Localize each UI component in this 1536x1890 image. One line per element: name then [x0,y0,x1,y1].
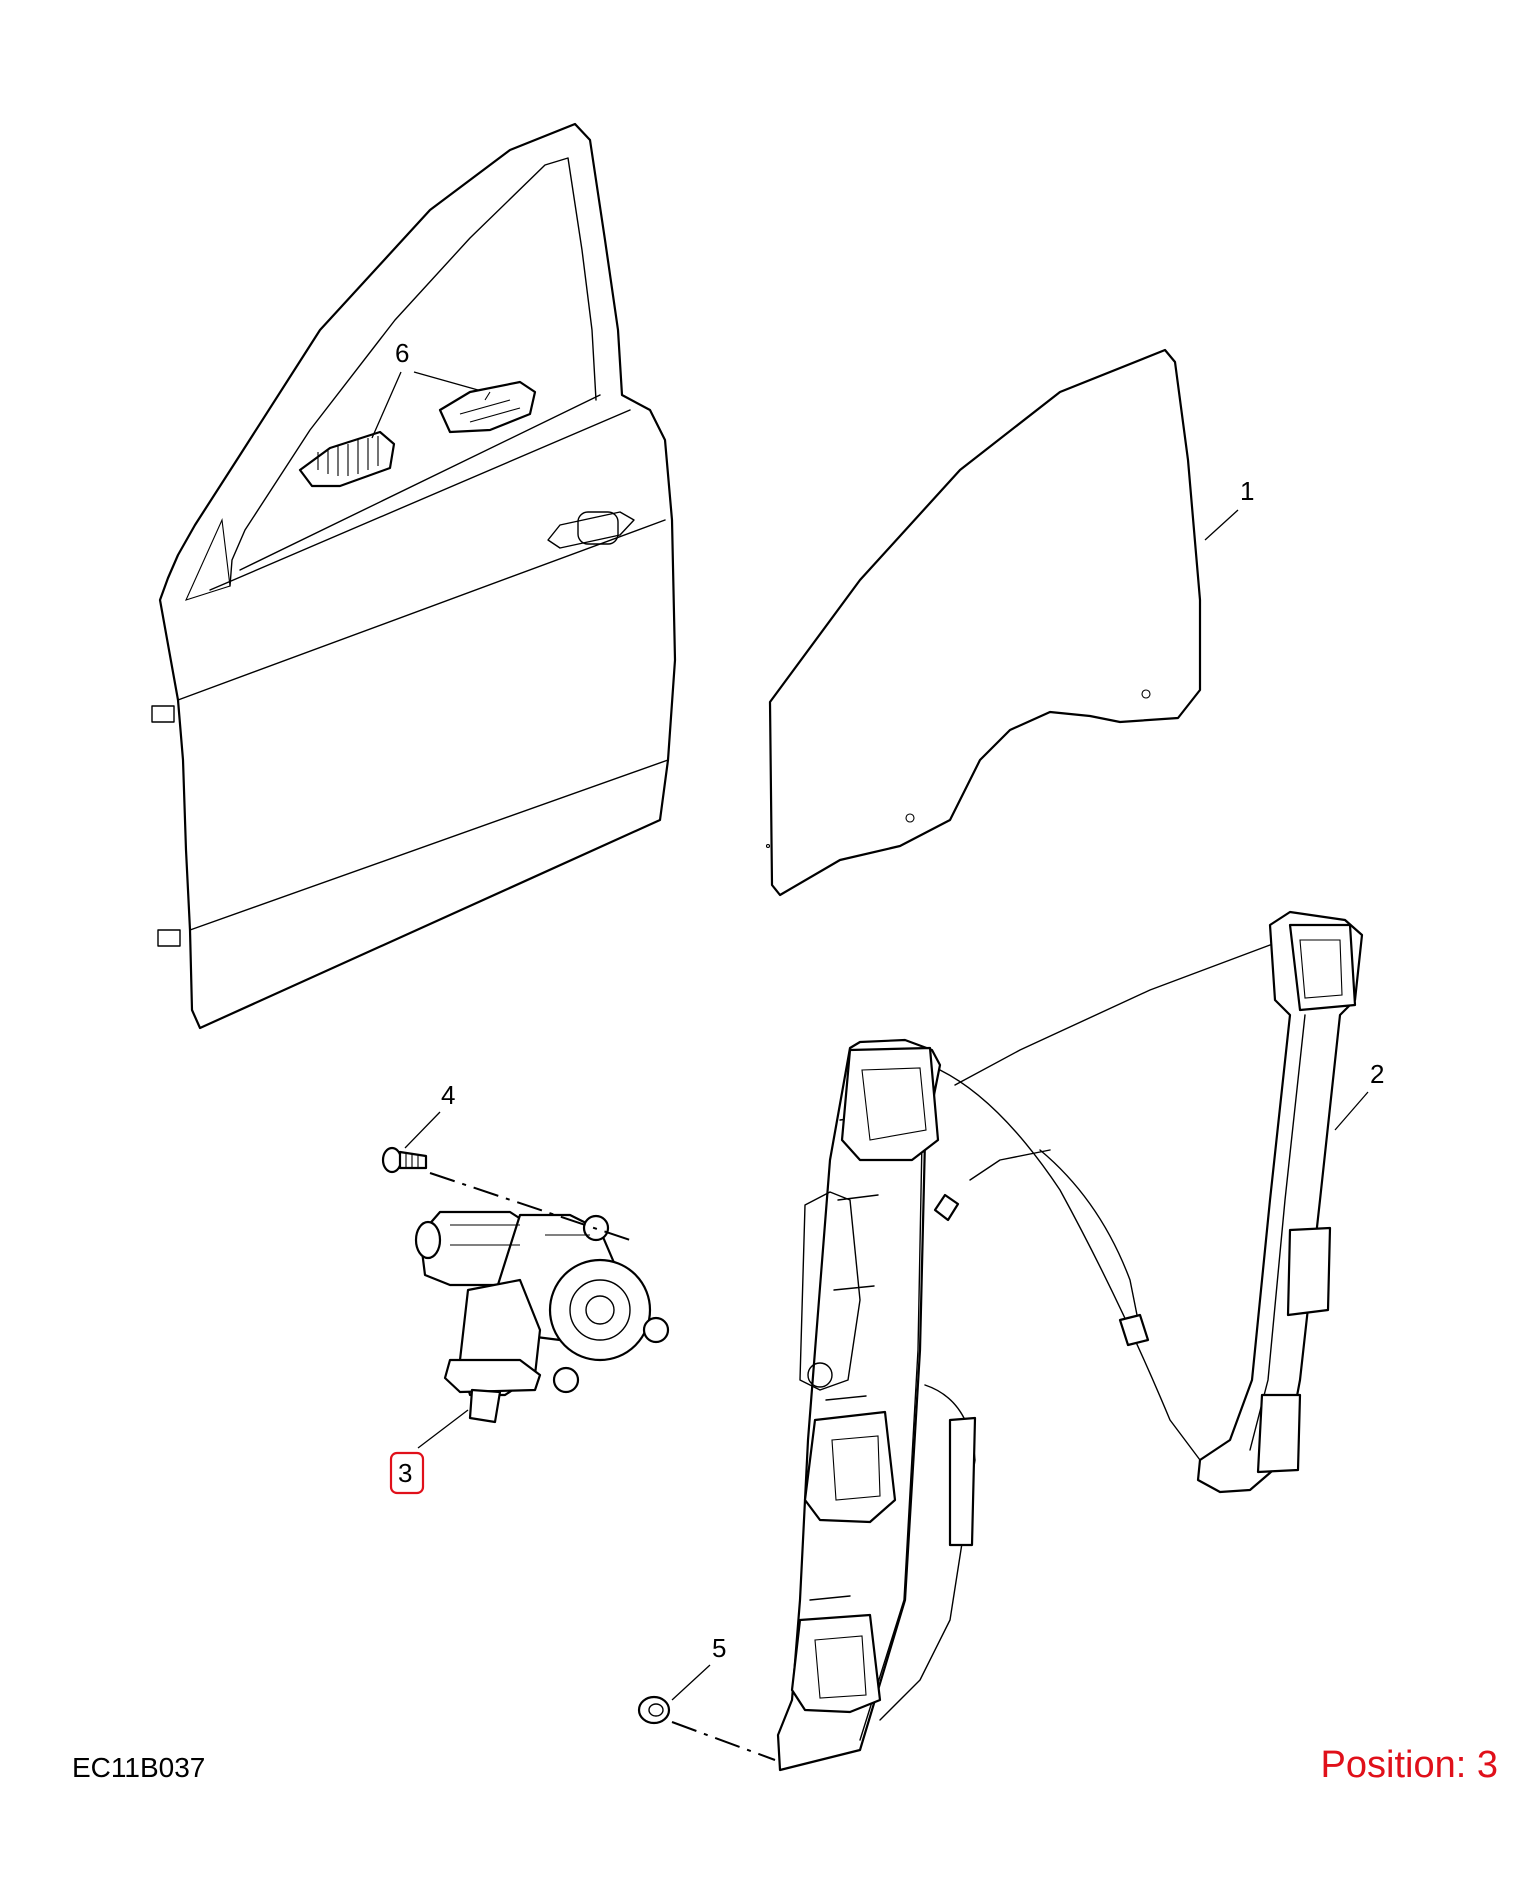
callout-4[interactable]: 4 [441,1080,455,1110]
callout-2[interactable]: 2 [1370,1059,1384,1089]
callout-6[interactable]: 6 [395,338,409,368]
callout-3[interactable]: 3 [398,1458,412,1488]
window-regulator [776,910,1364,1772]
door-glass [765,348,1202,897]
drawing-code: EC11B037 [72,1752,206,1783]
position-label: Position: 3 [1320,1744,1498,1786]
front-door-shell [151,122,677,1030]
leader-lines [371,371,1369,1701]
window-clip-parts [298,380,537,488]
bolt [381,1146,428,1174]
callout-1[interactable]: 1 [1240,476,1254,506]
callout-5[interactable]: 5 [712,1633,726,1663]
alignment-lines [429,1172,776,1761]
nut [637,1695,671,1725]
window-motor [414,1210,670,1424]
selection-highlight-box [389,1451,425,1495]
callout-3-selected[interactable]: 3 [389,1451,425,1495]
